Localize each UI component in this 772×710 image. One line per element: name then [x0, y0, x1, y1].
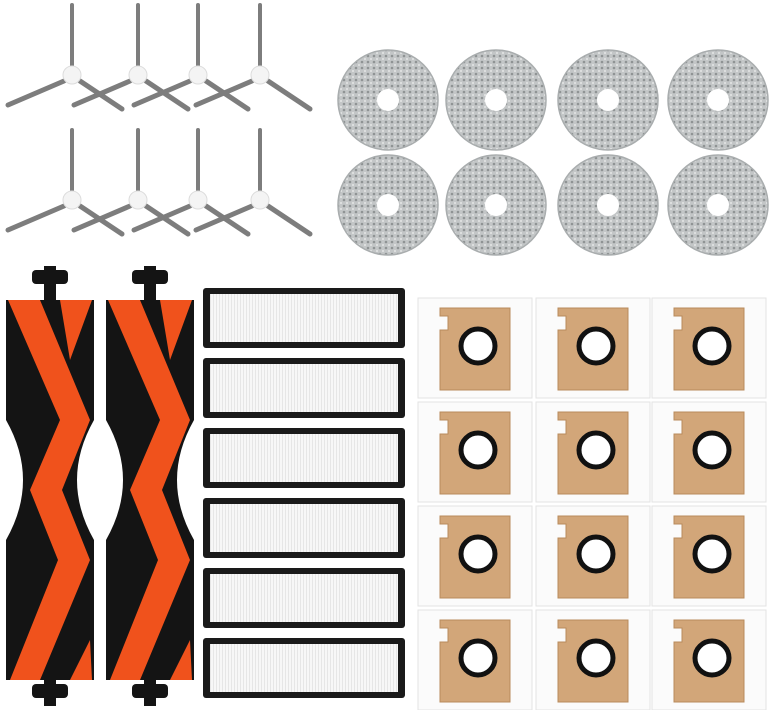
mop-pad-center-hole [707, 89, 729, 111]
hepa-filter [203, 638, 405, 698]
side-brush-arm [143, 203, 191, 237]
dust-bag [651, 505, 767, 607]
dust-bag-seal-ring [458, 326, 498, 366]
dust-bag-seal-ring [576, 638, 616, 678]
main-brush-end-cap [132, 684, 168, 698]
side-brush-hub [188, 190, 208, 210]
mop-pad-center-hole [377, 194, 399, 216]
side-brush-hub [62, 65, 82, 85]
mop-pad-center-hole [707, 194, 729, 216]
mop-pad [557, 49, 659, 151]
mop-pad [667, 49, 769, 151]
filter-media [210, 434, 398, 482]
mop-pad-center-hole [597, 194, 619, 216]
dust-bag-seal-ring [692, 534, 732, 574]
dust-bag-seal-ring [458, 430, 498, 470]
dust-bag [417, 609, 533, 710]
dust-bag [535, 505, 651, 607]
side-brush [131, 128, 251, 237]
side-brush-arm [5, 78, 67, 108]
hepa-filter [203, 358, 405, 418]
mop-pad-group [337, 49, 769, 256]
main-brush-end-cap [132, 270, 168, 284]
hepa-filter [203, 428, 405, 488]
filter-media [210, 644, 398, 692]
main-brush [106, 266, 194, 706]
dust-bag [535, 297, 651, 399]
side-brush [71, 3, 191, 112]
dust-bag-seal-ring [576, 326, 616, 366]
side-brush [193, 3, 313, 112]
side-brush-arm [131, 78, 193, 108]
filter-media [210, 504, 398, 552]
side-brush-arm [131, 203, 193, 233]
dust-bag-seal-ring [692, 638, 732, 678]
side-brush-group [5, 3, 313, 237]
mop-pad-center-hole [485, 194, 507, 216]
dust-bag [417, 401, 533, 503]
main-brush-orange-blade [8, 300, 90, 680]
dust-bag-seal-ring [458, 534, 498, 574]
mop-pad [445, 49, 547, 151]
dust-bag-group [417, 297, 767, 710]
main-brush [6, 266, 94, 706]
mop-pad-center-hole [377, 89, 399, 111]
side-brush-hub [128, 190, 148, 210]
side-brush [71, 128, 191, 237]
hepa-filter [203, 568, 405, 628]
mop-pad [557, 154, 659, 256]
dust-bag [417, 297, 533, 399]
filter-group [203, 288, 405, 698]
main-brush-end-cap [32, 684, 68, 698]
side-brush-arm [193, 78, 255, 108]
mop-pad-center-hole [597, 89, 619, 111]
side-brush-arm [203, 78, 251, 112]
hepa-filter [203, 288, 405, 348]
main-brush-group [6, 266, 194, 706]
side-brush-arm [71, 78, 133, 108]
mop-pad [337, 154, 439, 256]
side-brush-hub [250, 190, 270, 210]
dust-bag-seal-ring [692, 326, 732, 366]
side-brush-arm [265, 203, 313, 237]
dust-bag-seal-ring [692, 430, 732, 470]
dust-bag [535, 401, 651, 503]
dust-bag [651, 297, 767, 399]
dust-bag-seal-ring [576, 534, 616, 574]
side-brush-arm [5, 203, 67, 233]
main-brush-orange-blade [108, 300, 190, 680]
dust-bag [535, 609, 651, 710]
side-brush-arm [143, 78, 191, 112]
dust-bag-seal-ring [576, 430, 616, 470]
main-brush-end-cap [32, 270, 68, 284]
mop-pad [445, 154, 547, 256]
mop-pad [667, 154, 769, 256]
side-brush [131, 3, 251, 112]
side-brush-hub [188, 65, 208, 85]
mop-pad-center-hole [485, 89, 507, 111]
dust-bag [651, 401, 767, 503]
dust-bag [651, 609, 767, 710]
side-brush-hub [250, 65, 270, 85]
dust-bag-seal-ring [458, 638, 498, 678]
filter-media [210, 364, 398, 412]
filter-media [210, 574, 398, 622]
side-brush-hub [128, 65, 148, 85]
mop-pad [337, 49, 439, 151]
filter-media [210, 294, 398, 342]
side-brush-arm [71, 203, 133, 233]
side-brush-arm [265, 78, 313, 112]
side-brush-arm [193, 203, 255, 233]
dust-bag [417, 505, 533, 607]
side-brush-hub [62, 190, 82, 210]
hepa-filter [203, 498, 405, 558]
side-brush [193, 128, 313, 237]
side-brush-arm [203, 203, 251, 237]
